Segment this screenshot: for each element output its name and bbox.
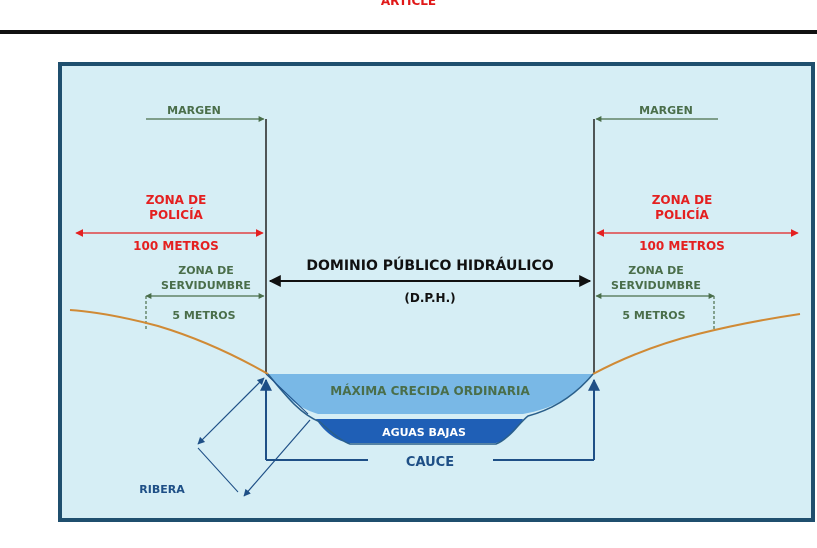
cien-metros-left: 100 METROS (133, 239, 219, 253)
aguas-bajas-water (316, 419, 523, 443)
margen-label-left: MARGEN (167, 104, 221, 117)
margen-label-right: MARGEN (639, 104, 693, 117)
zona-servidumbre-left-line2: SERVIDUMBRE (161, 279, 251, 292)
ribera-label: RIBERA (139, 483, 185, 496)
ribera-ext-bottom (197, 447, 239, 493)
zona-policia-right-line1: ZONA DE (652, 193, 713, 207)
cauce-label: CAUCE (406, 455, 454, 470)
dph-abbr: (D.P.H.) (404, 291, 455, 305)
maxima-crecida-label: MÁXIMA CRECIDA ORDINARIA (330, 383, 530, 398)
riverbed-outline (267, 373, 594, 445)
ribera-ext-top (265, 373, 309, 415)
zona-policia-left-line1: ZONA DE (146, 193, 207, 207)
zona-policia-right-line2: POLICÍA (655, 207, 709, 222)
dph-title: DOMINIO PÚBLICO HIDRÁULICO (306, 256, 553, 274)
zona-servidumbre-right-line2: SERVIDUMBRE (611, 279, 701, 292)
zona-servidumbre-right-line1: ZONA DE (628, 264, 684, 277)
ribera-slant (243, 419, 311, 497)
ribera-arrow (197, 377, 265, 445)
maxima-crecida-water (268, 374, 593, 414)
cinco-metros-right: 5 METROS (622, 309, 685, 322)
aguas-bajas-label: AGUAS BAJAS (382, 426, 466, 439)
zona-policia-left-line2: POLICÍA (149, 207, 203, 222)
ground-line-left (69, 309, 269, 375)
cien-metros-right: 100 METROS (639, 239, 725, 253)
zona-servidumbre-left-line1: ZONA DE (178, 264, 234, 277)
riverbed-diagram: MARGEN MARGEN ZONA DE POLICÍA 100 METROS… (58, 62, 815, 522)
cinco-metros-left: 5 METROS (172, 309, 235, 322)
top-header-text: ARTICLE (380, 0, 437, 8)
ground-line-right (592, 313, 801, 375)
top-divider (0, 30, 817, 34)
